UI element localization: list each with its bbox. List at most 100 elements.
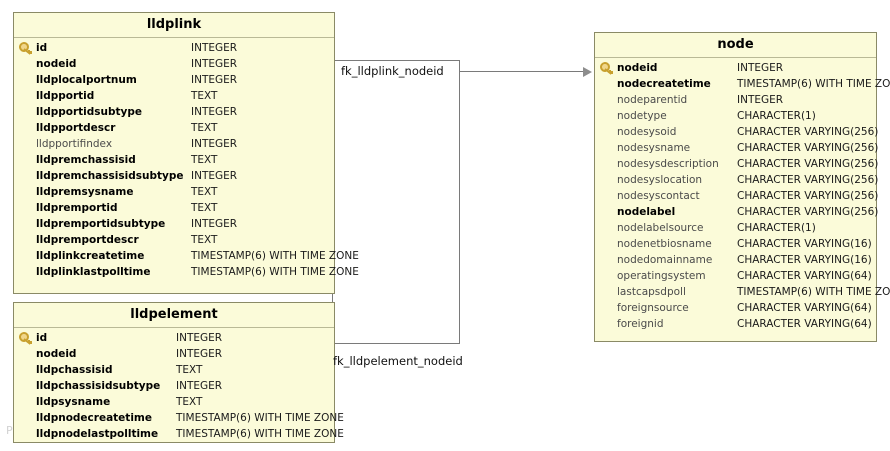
column-name: nodenetbiosname: [617, 238, 712, 250]
table-row: lldplocalportnum INTEGER: [14, 72, 334, 88]
relationship-label-fk-lldpelement-nodeid: fk_lldpelement_nodeid: [333, 354, 463, 368]
table-row: lldpchassisidsubtype INTEGER: [14, 378, 334, 394]
column-type: CHARACTER VARYING(64): [737, 318, 872, 330]
column-name: lldpremsysname: [36, 186, 134, 198]
column-name: nodeid: [36, 58, 77, 70]
column-type: INTEGER: [176, 332, 223, 344]
column-name: lldpportid: [36, 90, 95, 102]
column-type: TEXT: [191, 122, 218, 134]
table-row: nodelabelsource CHARACTER(1): [595, 220, 876, 236]
relationship-label-fk-lldplink-nodeid: fk_lldplink_nodeid: [339, 64, 446, 78]
column-name: nodetype: [617, 110, 667, 122]
column-name: nodeid: [36, 348, 77, 360]
column-name: nodeparentid: [617, 94, 688, 106]
column-name: nodedomainname: [617, 254, 713, 266]
column-type: INTEGER: [176, 380, 223, 392]
table-row: lldplinkcreatetime TIMESTAMP(6) WITH TIME…: [14, 248, 359, 264]
column-name: lldpportdescr: [36, 122, 116, 134]
column-type: TIMESTAMP(6) WITH TIME ZONE: [191, 250, 359, 262]
column-type: CHARACTER VARYING(256): [737, 174, 879, 186]
column-name: lldpchassisid: [36, 364, 113, 376]
column-name: operatingsystem: [617, 270, 706, 282]
column-name: lldplinklastpolltime: [36, 266, 151, 278]
column-type: TIMESTAMP(6) WITH TIME ZONE: [737, 78, 890, 90]
column-type: CHARACTER VARYING(256): [737, 158, 879, 170]
primary-key-icon: [595, 60, 617, 76]
column-name: lldplocalportnum: [36, 74, 137, 86]
table-row: id INTEGER: [14, 40, 334, 56]
column-type: INTEGER: [191, 58, 238, 70]
column-name: foreignid: [617, 318, 664, 330]
column-type: INTEGER: [191, 42, 238, 54]
column-type: CHARACTER VARYING(64): [737, 270, 872, 282]
column-type: INTEGER: [176, 348, 223, 360]
table-row: nodeparentid INTEGER: [595, 92, 876, 108]
table-row: foreignid CHARACTER VARYING(64): [595, 316, 876, 332]
primary-key-icon: [14, 40, 36, 56]
column-type: TEXT: [191, 154, 218, 166]
column-name: lldpchassisidsubtype: [36, 380, 161, 392]
column-name: nodesyscontact: [617, 190, 700, 202]
column-type: CHARACTER VARYING(64): [737, 302, 872, 314]
column-type: INTEGER: [191, 74, 238, 86]
table-row: nodetype CHARACTER(1): [595, 108, 876, 124]
column-type: INTEGER: [191, 106, 238, 118]
column-name: nodesysdescription: [617, 158, 719, 170]
entity-title-lldpelement: lldpelement: [14, 303, 334, 328]
column-name: nodesyslocation: [617, 174, 703, 186]
column-name: id: [36, 42, 48, 54]
column-type: CHARACTER(1): [737, 222, 816, 234]
entity-title-node: node: [595, 33, 876, 58]
column-type: INTEGER: [191, 218, 238, 230]
column-type: CHARACTER(1): [737, 110, 816, 122]
column-name: nodelabel: [617, 206, 676, 218]
table-row: nodesyscontact CHARACTER VARYING(256): [595, 188, 879, 204]
column-name: nodeid: [617, 62, 658, 74]
column-type: CHARACTER VARYING(256): [737, 206, 879, 218]
column-name: lldpremportid: [36, 202, 118, 214]
table-row: nodeid INTEGER: [14, 56, 334, 72]
column-type: TEXT: [176, 396, 203, 408]
entity-title-lldplink: lldplink: [14, 13, 334, 38]
table-row: lldpremchassisid TEXT: [14, 152, 334, 168]
column-type: INTEGER: [737, 62, 784, 74]
primary-key-icon: [14, 330, 36, 346]
table-row: nodeid INTEGER: [595, 60, 876, 76]
column-name: lldpremchassisid: [36, 154, 136, 166]
relationship-router-box: [332, 60, 460, 344]
table-row: lldpportdescr TEXT: [14, 120, 334, 136]
column-name: nodesysoid: [617, 126, 677, 138]
watermark: P: [6, 424, 14, 437]
column-name: foreignsource: [617, 302, 689, 314]
table-row: lldplinklastpolltime TIMESTAMP(6) WITH TI…: [14, 264, 359, 280]
column-name: lldpnodecreatetime: [36, 412, 152, 424]
column-type: TIMESTAMP(6) WITH TIME ZONE: [191, 266, 359, 278]
column-type: CHARACTER VARYING(256): [737, 190, 879, 202]
column-type: INTEGER: [191, 138, 238, 150]
column-type: INTEGER: [737, 94, 784, 106]
column-name: nodelabelsource: [617, 222, 704, 234]
column-name: lldpnodelastpolltime: [36, 428, 159, 440]
column-type: TEXT: [191, 234, 218, 246]
table-row: nodeid INTEGER: [14, 346, 334, 362]
column-name: lldpportidsubtype: [36, 106, 143, 118]
column-name: lldplinkcreatetime: [36, 250, 145, 262]
